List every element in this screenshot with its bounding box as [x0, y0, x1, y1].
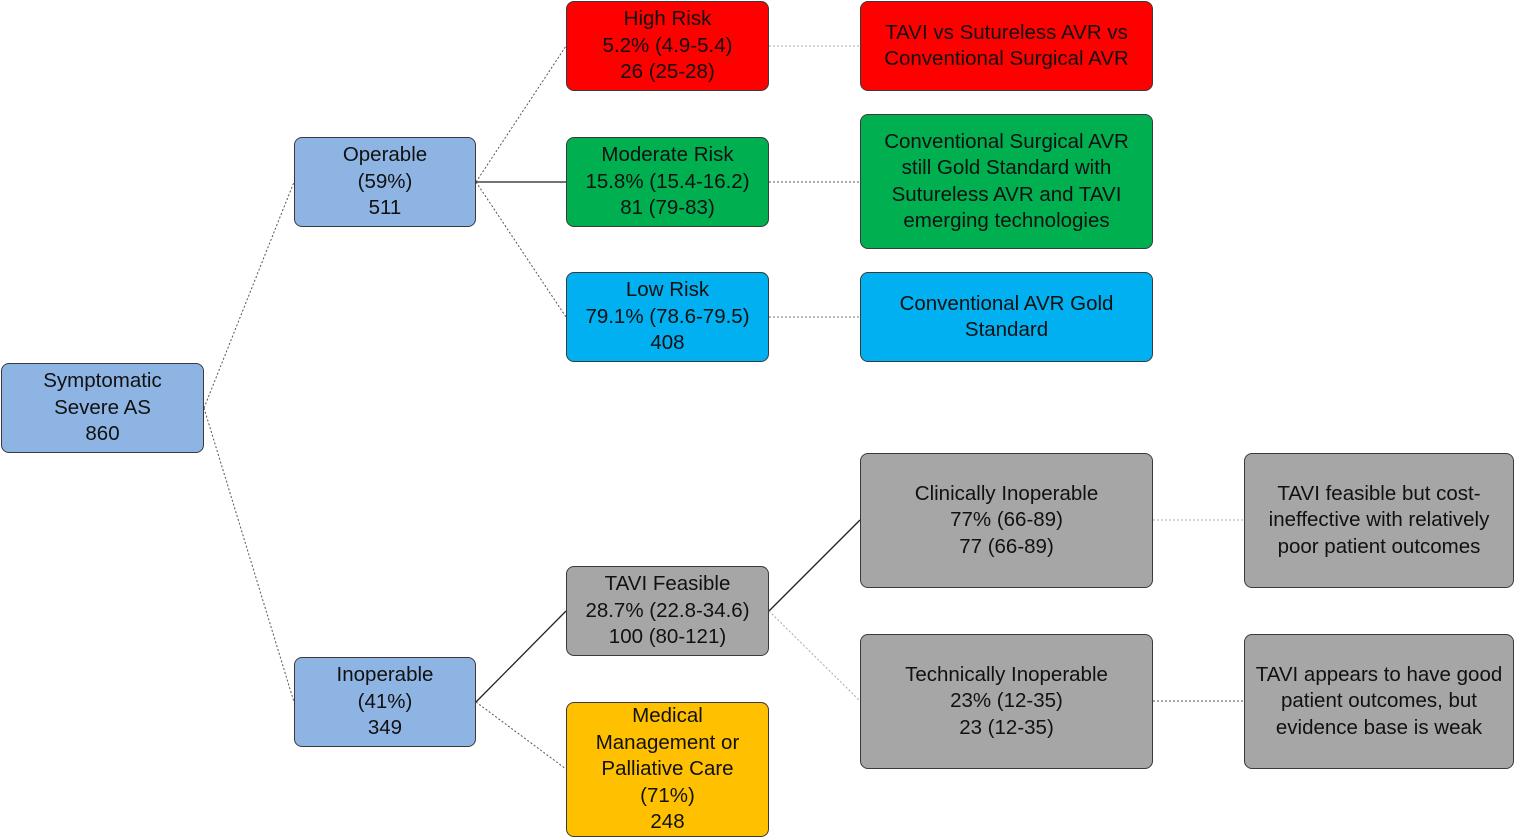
node-medical-management: Medical Management or Palliative Care (7… [566, 702, 769, 837]
outcome-technically-inoperable: TAVI appears to have good patient outcom… [1244, 634, 1514, 769]
node-count: 23 (12-35) [959, 715, 1054, 739]
node-percent: 28.7% (22.8-34.6) [585, 598, 750, 622]
connector-tavi-clinical [768, 519, 861, 612]
outcome-low-risk: Conventional AVR Gold Standard [860, 272, 1153, 362]
node-operable: Operable (59%) 511 [294, 137, 476, 227]
node-tavi-feasible: TAVI Feasible 28.7% (22.8-34.6) 100 (80-… [566, 566, 769, 656]
node-low-risk: Low Risk 79.1% (78.6-79.5) 408 [566, 272, 769, 362]
node-count: 81 (79-83) [620, 196, 715, 220]
connector-tavi-technical [768, 610, 861, 702]
node-percent: 77% (66-89) [950, 508, 1063, 532]
outcome-text: Conventional Surgical AVR still Gold Sta… [884, 129, 1129, 233]
node-label: TAVI Feasible [604, 572, 731, 596]
outcome-moderate-risk: Conventional Surgical AVR still Gold Sta… [860, 114, 1153, 249]
node-inoperable: Inoperable (41%) 349 [294, 657, 476, 747]
outcome-text: TAVI feasible but cost-ineffective with … [1268, 481, 1490, 558]
node-count: 248 [650, 810, 685, 834]
outcome-clinically-inoperable: TAVI feasible but cost-ineffective with … [1244, 453, 1514, 588]
node-percent: 79.1% (78.6-79.5) [585, 304, 750, 328]
node-label: Symptomatic Severe AS [43, 369, 162, 419]
connector-root-inoperable [203, 407, 295, 703]
outcome-text: TAVI appears to have good patient outcom… [1255, 662, 1503, 739]
node-count: 77 (66-89) [959, 534, 1054, 558]
connector-operable-high [475, 45, 567, 183]
node-clinically-inoperable: Clinically Inoperable 77% (66-89) 77 (66… [860, 453, 1153, 588]
connector-root-operable [203, 181, 295, 409]
node-high-risk: High Risk 5.2% (4.9-5.4) 26 (25-28) [566, 1, 769, 91]
outcome-high-risk: TAVI vs Sutureless AVR vs Conventional S… [860, 1, 1153, 91]
node-count: 511 [368, 196, 402, 220]
node-percent: (71%) [640, 783, 695, 807]
node-symptomatic-severe-as: Symptomatic Severe AS 860 [1, 363, 204, 453]
node-label: Moderate Risk [601, 143, 734, 167]
node-label: Medical Management or Palliative Care [595, 704, 740, 781]
outcome-text: Conventional AVR Gold Standard [899, 291, 1114, 342]
outcome-text: TAVI vs Sutureless AVR vs Conventional S… [884, 20, 1129, 71]
node-percent: 15.8% (15.4-16.2) [585, 169, 750, 193]
node-technically-inoperable: Technically Inoperable 23% (12-35) 23 (1… [860, 634, 1153, 769]
node-count: 408 [650, 331, 685, 355]
node-label: High Risk [623, 7, 712, 31]
node-count: 349 [367, 716, 403, 740]
node-percent: 23% (12-35) [950, 689, 1063, 713]
connector-inoperable-tavi [475, 610, 567, 703]
node-label: Clinically Inoperable [914, 481, 1099, 505]
node-percent: (59%) [357, 169, 413, 193]
node-count: 26 (25-28) [620, 60, 715, 84]
node-label: Low Risk [625, 278, 710, 302]
node-percent: (41%) [357, 689, 413, 713]
node-label: Operable [342, 143, 428, 167]
connector-inoperable-medical [475, 701, 567, 770]
node-label: Inoperable [336, 663, 434, 687]
connector-operable-low [475, 181, 567, 318]
node-moderate-risk: Moderate Risk 15.8% (15.4-16.2) 81 (79-8… [566, 137, 769, 227]
node-count: 860 [85, 422, 120, 446]
node-count: 100 (80-121) [608, 625, 727, 649]
node-percent: 5.2% (4.9-5.4) [602, 33, 733, 57]
node-label: Technically Inoperable [905, 662, 1108, 686]
